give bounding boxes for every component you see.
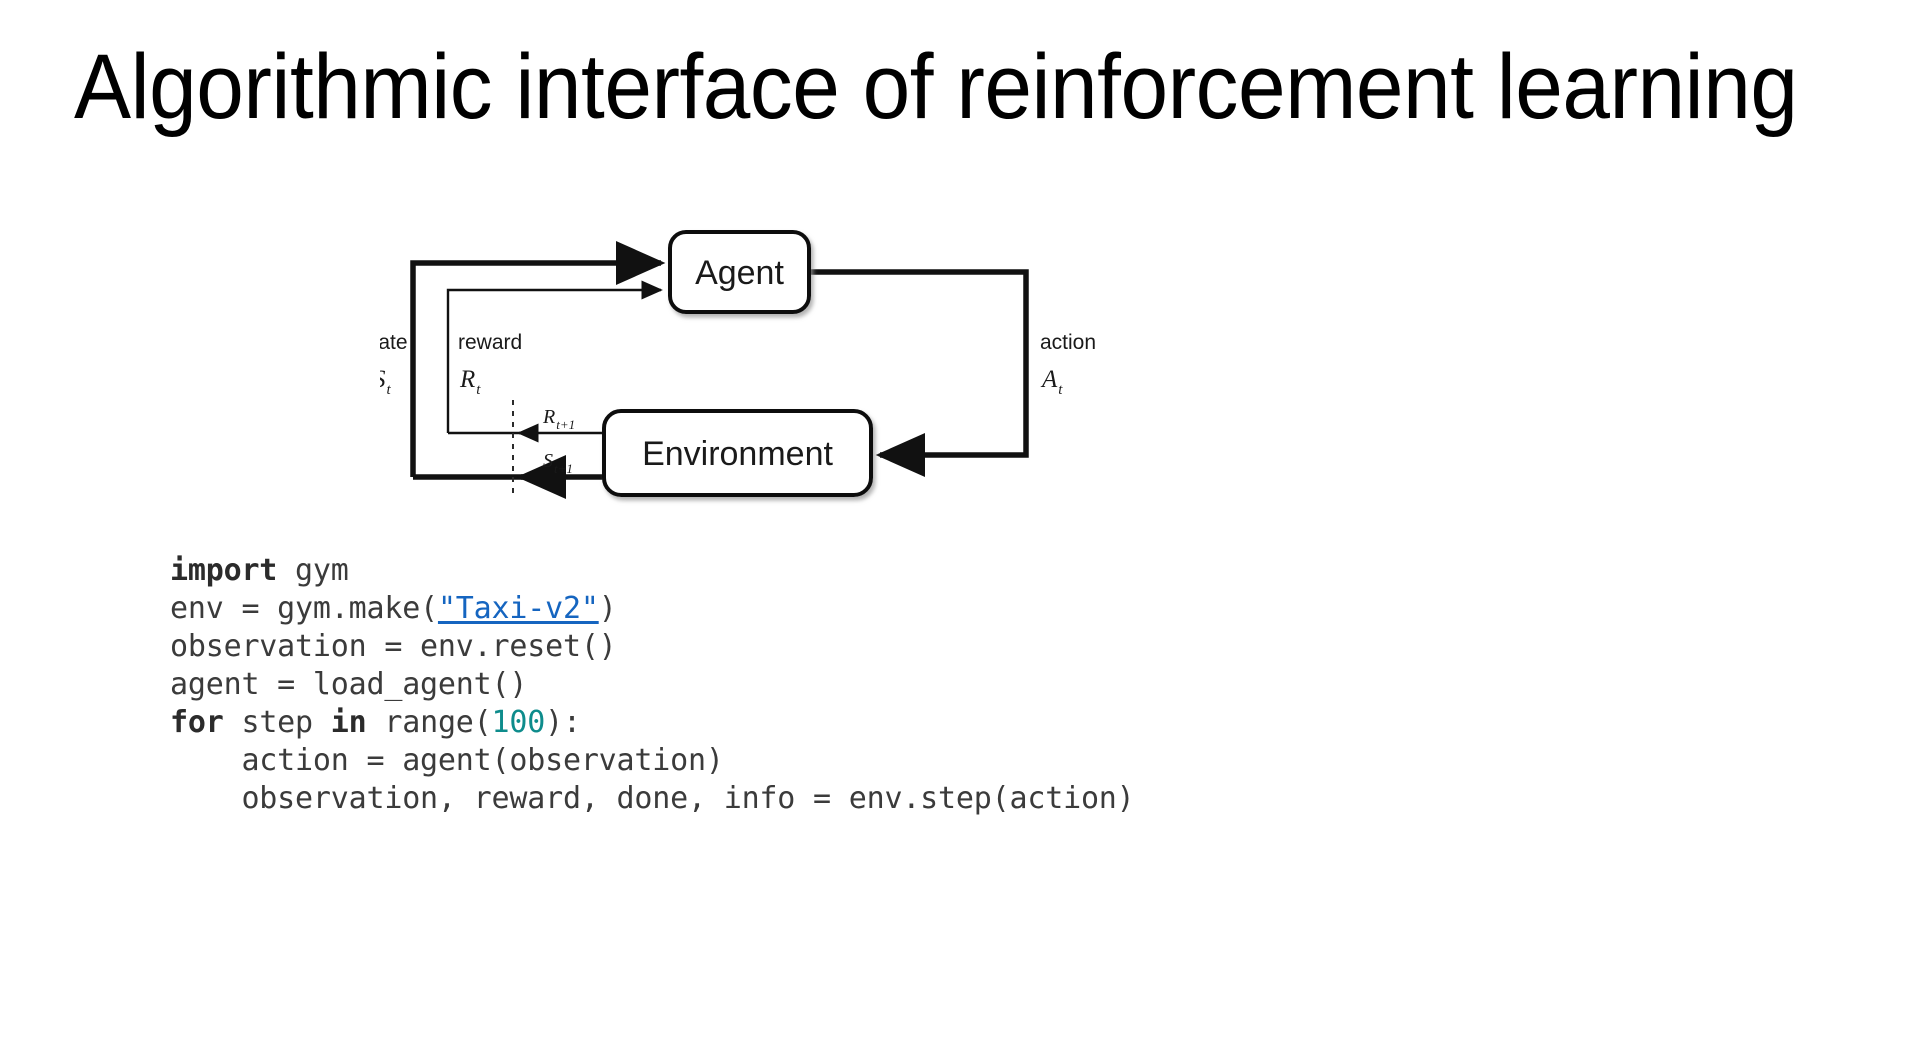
node-environment <box>602 409 873 497</box>
edge-label-action-word: action <box>1040 331 1096 354</box>
code-line: import gym <box>170 552 1135 590</box>
edge-label-state-word: state <box>380 331 408 354</box>
edge-label-reward-symbol: Rt <box>459 366 481 398</box>
edge-label-reward-word: reward <box>458 331 522 354</box>
code-line: observation = env.reset() <box>170 628 1135 666</box>
code-line: env = gym.make("Taxi-v2") <box>170 590 1135 628</box>
code-text: gym <box>277 553 349 588</box>
code-text: agent = load_agent() <box>170 667 528 702</box>
node-agent <box>668 230 811 314</box>
code-text: env = gym.make( <box>170 591 438 626</box>
edge-state <box>410 241 666 480</box>
page-title: Algorithmic interface of reinforcement l… <box>74 36 1798 138</box>
code-line: for step in range(100): <box>170 704 1135 742</box>
code-number: 100 <box>491 705 546 740</box>
code-text: action = agent(observation) <box>170 743 724 778</box>
edge-label-action-symbol: At <box>1040 366 1063 398</box>
code-text: ): <box>545 705 581 740</box>
reinforcement-learning-loop-diagram: Agent Environment state St reward Rt Rt+… <box>380 215 1160 515</box>
code-line: observation, reward, done, info = env.st… <box>170 780 1135 818</box>
edge-label-state-symbol: St <box>380 366 392 398</box>
code-text: range( <box>366 705 492 740</box>
code-text: observation, reward, done, info = env.st… <box>170 781 1135 816</box>
code-link-taxi-v2[interactable]: "Taxi-v2" <box>437 591 599 626</box>
code-line: action = agent(observation) <box>170 742 1135 780</box>
code-text: observation = env.reset() <box>170 629 617 664</box>
code-keyword: import <box>170 553 278 588</box>
code-text: step <box>223 705 331 740</box>
edge-label-reward-next: Rt+1 <box>542 406 575 432</box>
code-keyword: in <box>330 705 367 740</box>
edge-reward <box>446 280 663 435</box>
node-agent-label: Agent <box>695 254 784 292</box>
edge-action <box>808 269 1029 477</box>
code-keyword: for <box>170 705 224 740</box>
edge-label-state-next: St+1 <box>543 450 573 476</box>
code-line: agent = load_agent() <box>170 666 1135 704</box>
code-text: ) <box>598 591 617 626</box>
node-environment-label: Environment <box>642 435 833 473</box>
